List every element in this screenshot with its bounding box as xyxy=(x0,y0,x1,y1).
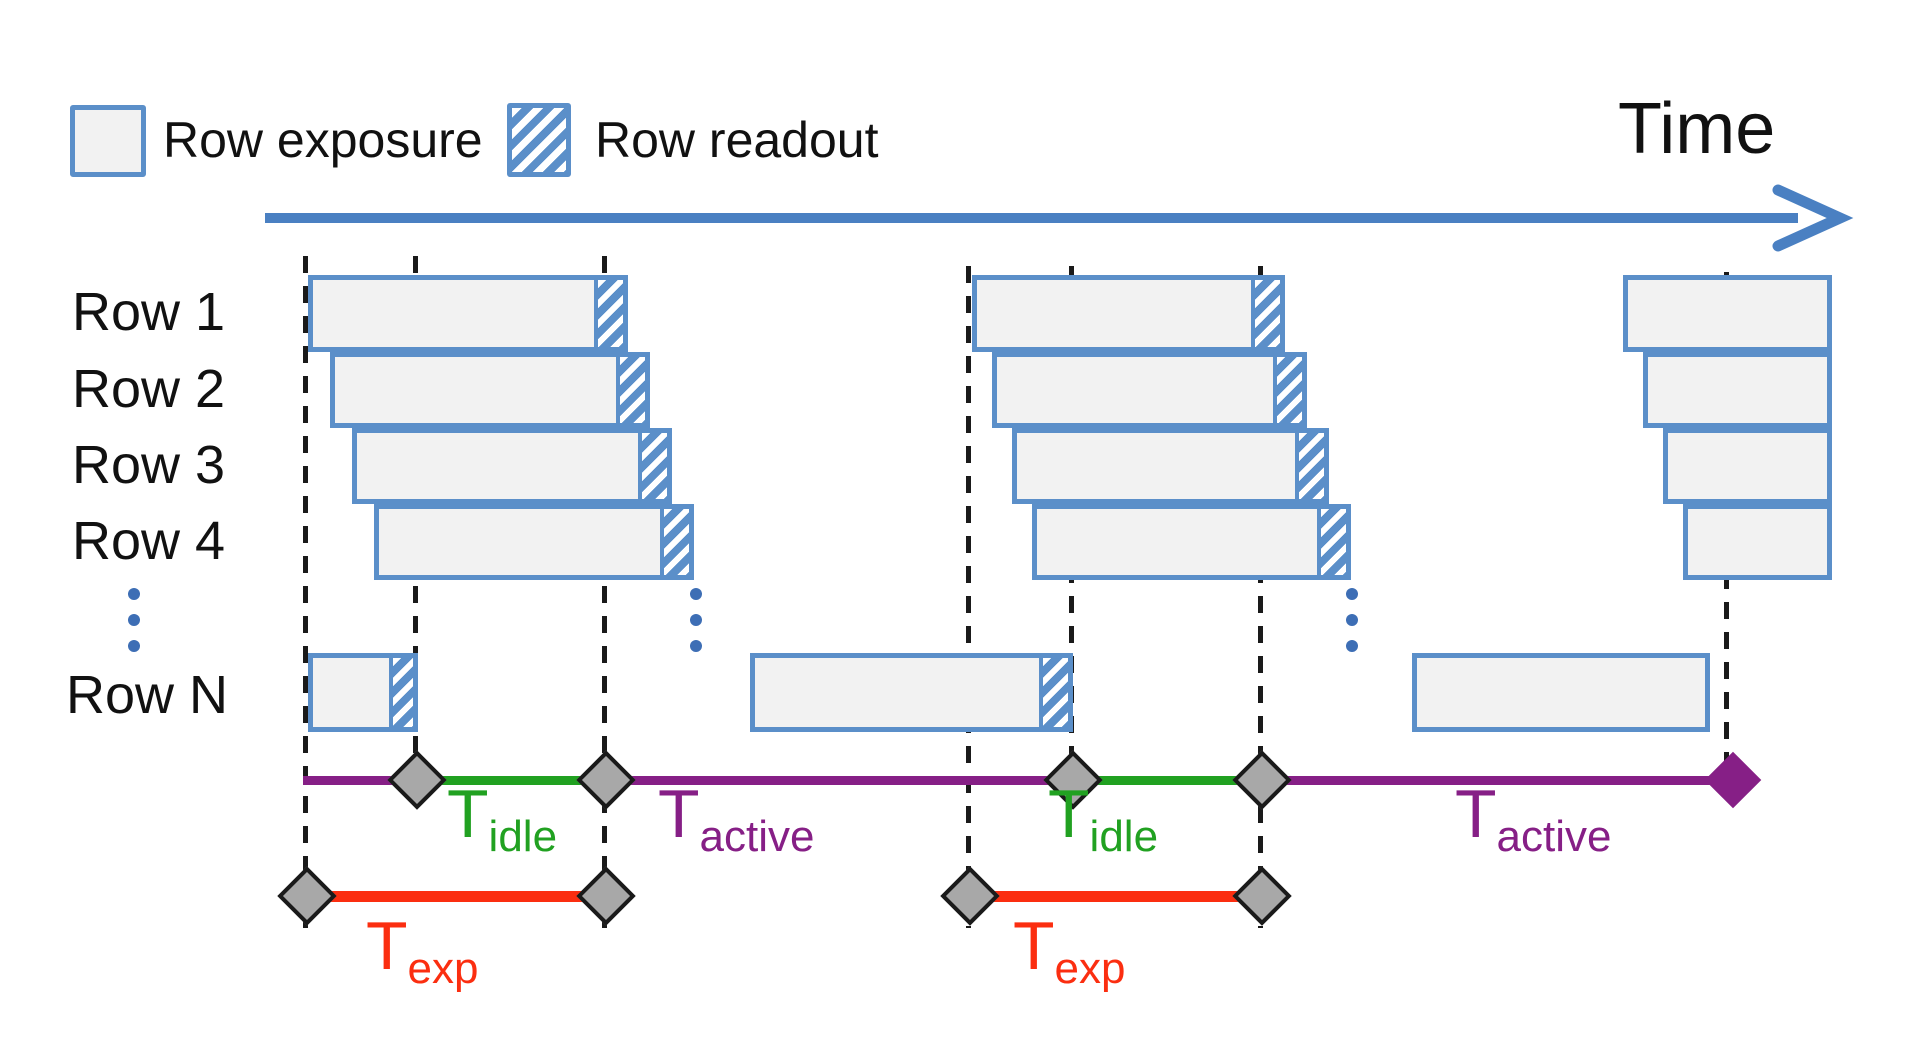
exposure-bar xyxy=(374,504,694,580)
t-active-subscript: active xyxy=(699,812,815,861)
row-label: Row 2 xyxy=(72,359,226,419)
exposure-bar xyxy=(992,352,1307,428)
exposure-bar xyxy=(308,653,418,732)
exposure-bar xyxy=(750,653,1073,732)
t-active-label: Tactive xyxy=(1455,780,1612,859)
timeline-marker-diamond xyxy=(1232,750,1292,810)
exposure-bar xyxy=(1643,352,1832,428)
readout-hatch xyxy=(616,357,645,423)
legend-exposure-swatch xyxy=(70,105,146,177)
t-exp-base: T xyxy=(366,908,408,984)
readout-hatch xyxy=(594,280,623,347)
row-ellipsis-dot xyxy=(690,640,702,652)
t-idle-subscript: idle xyxy=(488,812,558,861)
timeline-marker-diamond xyxy=(940,866,1000,926)
row-ellipsis-dot xyxy=(128,588,140,600)
row-label: Row 3 xyxy=(72,435,226,495)
readout-hatch xyxy=(638,433,667,499)
row-label: Row 4 xyxy=(72,511,226,571)
exposure-bar xyxy=(972,275,1285,352)
timeline-marker-diamond xyxy=(277,866,337,926)
exposure-bar xyxy=(1663,428,1832,504)
exposure-bar xyxy=(1012,428,1329,504)
exposure-bar xyxy=(1032,504,1351,580)
t-exp-label: Texp xyxy=(1013,912,1126,991)
readout-hatch xyxy=(1295,433,1324,499)
exposure-bar xyxy=(1623,275,1832,352)
t-idle-subscript: idle xyxy=(1089,812,1159,861)
timeline-marker-diamond xyxy=(576,750,636,810)
exposure-interval-line xyxy=(972,891,1260,902)
time-axis-label: Time xyxy=(1618,89,1776,169)
t-active-label: Tactive xyxy=(658,780,815,859)
frame-boundary-dashline xyxy=(1258,266,1263,928)
row-label: Row N xyxy=(66,665,229,725)
exposure-bar xyxy=(352,428,672,504)
exposure-bar xyxy=(330,352,650,428)
frame-boundary-dashline xyxy=(602,256,607,928)
exposure-bar xyxy=(1412,653,1710,732)
legend-exposure-label: Row exposure xyxy=(163,112,483,168)
row-label: Row 1 xyxy=(72,282,226,342)
t-idle-base: T xyxy=(1048,776,1090,852)
frame-boundary-dashline xyxy=(966,266,971,928)
timeline xyxy=(303,776,1738,785)
row-ellipsis-dot xyxy=(128,640,140,652)
t-idle-label: Tidle xyxy=(447,780,557,859)
t-idle-label: Tidle xyxy=(1048,780,1158,859)
t-exp-subscript: exp xyxy=(1054,944,1126,993)
t-exp-label: Texp xyxy=(366,912,479,991)
row-ellipsis-dot xyxy=(1346,588,1358,600)
legend-readout-swatch xyxy=(507,103,571,177)
exposure-bar xyxy=(308,275,628,352)
t-exp-base: T xyxy=(1013,908,1055,984)
row-ellipsis-dot xyxy=(690,588,702,600)
time-arrow xyxy=(265,184,1854,252)
exposure-bar xyxy=(1683,504,1832,580)
timeline-idle-segment xyxy=(1073,776,1262,785)
readout-hatch xyxy=(1039,658,1068,727)
row-ellipsis-dot xyxy=(690,614,702,626)
frame-boundary-dashline xyxy=(303,256,308,928)
row-ellipsis-dot xyxy=(128,614,140,626)
t-active-base: T xyxy=(1455,776,1497,852)
t-idle-base: T xyxy=(447,776,489,852)
timeline-marker-diamond xyxy=(576,866,636,926)
timeline-end-diamond xyxy=(1704,751,1762,809)
t-exp-subscript: exp xyxy=(407,944,479,993)
readout-hatch xyxy=(1251,280,1280,347)
t-active-base: T xyxy=(658,776,700,852)
readout-hatch xyxy=(389,658,413,727)
row-ellipsis-dot xyxy=(1346,614,1358,626)
legend-readout-label: Row readout xyxy=(595,112,879,168)
timeline-marker-diamond xyxy=(1232,866,1292,926)
readout-hatch xyxy=(1317,509,1346,575)
readout-hatch xyxy=(660,509,689,575)
row-ellipsis-dot xyxy=(1346,640,1358,652)
timeline-marker-diamond xyxy=(387,750,447,810)
t-active-subscript: active xyxy=(1496,812,1612,861)
timeline-idle-segment xyxy=(417,776,606,785)
exposure-interval-line xyxy=(310,891,604,902)
readout-hatch xyxy=(1273,357,1302,423)
